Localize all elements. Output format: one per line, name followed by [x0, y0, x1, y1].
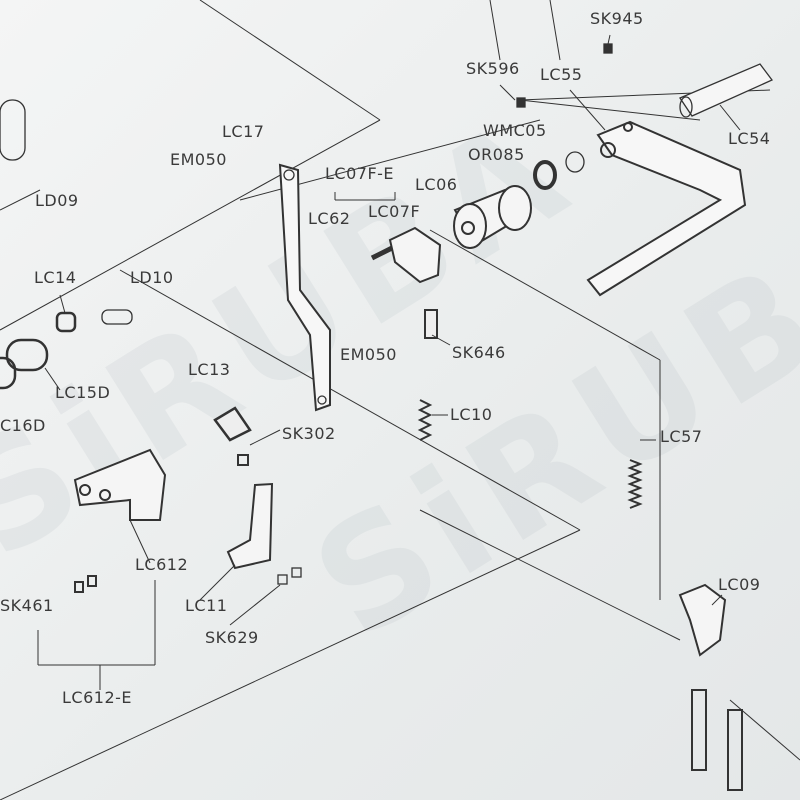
- part-lc15d: [5, 338, 49, 372]
- part-label-lc14: LC14: [34, 268, 77, 287]
- part-lc612: [73, 448, 167, 593]
- part-label-lc15d: LC15D: [55, 383, 111, 402]
- part-lc10-spring: [417, 399, 433, 441]
- part-sk629: [291, 567, 302, 578]
- part-lc17-hole: [317, 395, 327, 405]
- part-lc16d: [0, 356, 17, 390]
- part-label-ld10: LD10: [130, 268, 174, 287]
- part-label-lc16d: C16D: [0, 416, 46, 435]
- part-label-lc55: LC55: [540, 65, 583, 84]
- part-lc06-sleeve: [453, 185, 532, 249]
- part-stud: [691, 689, 707, 771]
- part-sk596: [516, 97, 526, 108]
- part-label-lc17: LC17: [222, 122, 265, 141]
- part-stud: [727, 709, 743, 791]
- part-sk302: [237, 454, 249, 466]
- part-label-sk945: SK945: [590, 9, 644, 28]
- part-label-lc612-e: LC612-E: [62, 688, 133, 707]
- leader-lines: [37, 34, 741, 690]
- part-lc13: [213, 406, 252, 442]
- part-label-lc06: LC06: [415, 175, 458, 194]
- part-label-em050: EM050: [170, 150, 227, 169]
- part-label-lc13: LC13: [188, 360, 231, 379]
- part-label-sk461: SK461: [0, 596, 54, 615]
- part-label-or085: OR085: [468, 145, 525, 164]
- part-label-lc62: LC62: [308, 209, 351, 228]
- part-lc11: [226, 482, 274, 570]
- part-lc57-spring: [627, 459, 643, 509]
- part-label-sk629: SK629: [205, 628, 259, 647]
- part-or085: [533, 160, 557, 190]
- part-label-lc612: LC612: [135, 555, 189, 574]
- part-label-sk596: SK596: [466, 59, 520, 78]
- part-ld09: [0, 99, 26, 161]
- part-label-lc07f: LC07F: [368, 202, 421, 221]
- part-ld10: [101, 309, 133, 325]
- part-lc14: [55, 311, 77, 333]
- part-label-lc10: LC10: [450, 405, 493, 424]
- part-label-lc54: LC54: [728, 129, 771, 148]
- part-sk629: [277, 574, 288, 585]
- part-label-em050-2: EM050: [340, 345, 397, 364]
- part-label-lc07f-e: LC07F-E: [325, 164, 395, 183]
- part-lc17-lever: [278, 163, 331, 412]
- part-label-lc11: LC11: [185, 596, 228, 615]
- part-label-sk646: SK646: [452, 343, 506, 362]
- part-lc09: [678, 583, 727, 657]
- part-lc54-shaft: [679, 63, 774, 118]
- part-label-ld09: LD09: [35, 191, 79, 210]
- part-label-wmc05: WMC05: [483, 121, 547, 140]
- part-sk945: [603, 43, 613, 54]
- part-label-lc57: LC57: [660, 427, 703, 446]
- part-label-sk302: SK302: [282, 424, 336, 443]
- part-label-lc09: LC09: [718, 575, 761, 594]
- part-lc07f: [370, 226, 442, 339]
- part-lc55-crank: [586, 120, 747, 297]
- part-wmc05: [565, 151, 585, 173]
- part-lc17-hole: [283, 169, 295, 181]
